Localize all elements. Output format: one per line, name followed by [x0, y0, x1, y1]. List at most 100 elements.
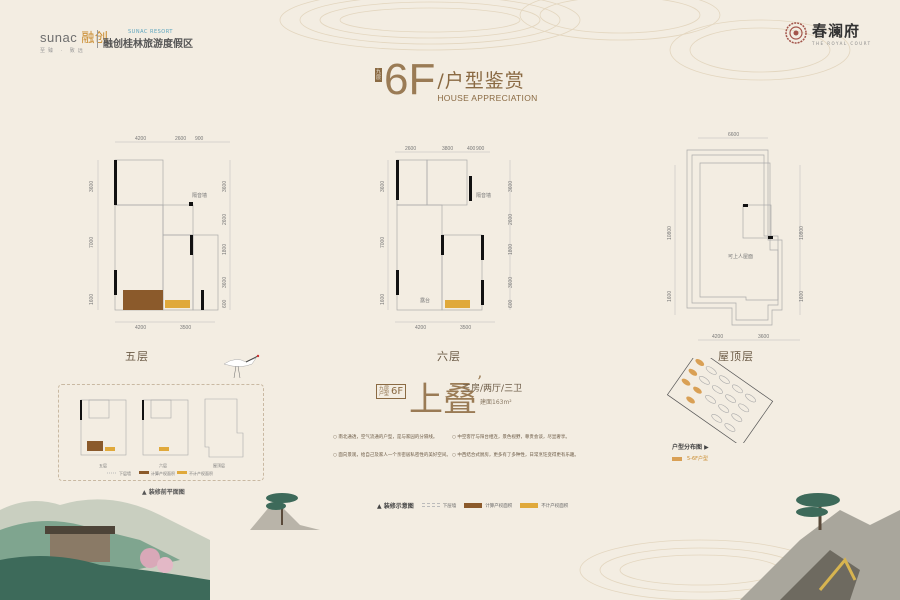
plan-label-roof: 屋顶层: [718, 350, 754, 363]
dim-top: 4200: [135, 136, 146, 142]
legend-label: 不计产权面积: [541, 503, 569, 509]
dim-bottom: 4200: [712, 334, 723, 340]
legend-title-text: 装修示意图: [383, 503, 414, 510]
dim-top: 6600: [728, 132, 739, 138]
sunac-logo: sunac 融创 至臻 · 致远: [40, 27, 108, 54]
mini-label: 六层: [159, 462, 167, 468]
page-title: 九层 6F /户型鉴赏 HOUSE APPRECIATION: [375, 58, 538, 103]
legend-item: 不计产权面积: [520, 502, 569, 509]
legend-title: ▲ 装修示意图: [377, 503, 414, 510]
dim-left: 1600: [380, 294, 386, 305]
dim-right: 600: [508, 299, 514, 308]
mini-label: 屋顶层: [213, 462, 225, 468]
feature-bullet: ○ 面向景观，给自己及家人一个亲密居私密性的美好空间。: [333, 453, 451, 458]
dim-right: 600: [222, 299, 228, 308]
project-cn: 春澜府: [812, 22, 861, 40]
dim-top: 900: [195, 136, 204, 142]
brand-cn: 融创: [81, 30, 109, 45]
legend-item: 下层墙: [421, 503, 457, 509]
legend-item: 计算产权面积: [464, 502, 513, 509]
dim-left: 7000: [380, 237, 386, 248]
brand-en: sunac: [40, 30, 78, 45]
dim-bottom: 3500: [180, 325, 191, 331]
plan-label-6f: 六层: [437, 350, 461, 363]
dim-left: 3600: [380, 181, 386, 192]
dim-right: 3600: [222, 181, 228, 192]
dim-top: 3800: [442, 146, 453, 152]
legend-label: 计算产权面积: [485, 503, 513, 509]
floor-plan-5f: 4200 2600 900 4200 3500 3600 7000 1600 3…: [89, 136, 231, 331]
dim-left: 7000: [89, 237, 95, 248]
plan-label-5f: 五层: [125, 350, 149, 363]
before-caption-text: 装修前平面图: [148, 489, 185, 496]
title-floor: 6F: [384, 55, 436, 104]
mini-label: 五层: [99, 462, 107, 468]
distribution-key-text: 5-6F户型: [687, 456, 709, 462]
dim-right: 10800: [799, 226, 805, 240]
floor-plan-roof: 6600 4200 3600 10800 1600 10800 1600 可上人…: [667, 132, 805, 341]
crane-icon: [223, 354, 260, 379]
feature-text: 中空客厅与阳台相连，景色视野，尊贵会谈，尽显奢享。: [457, 435, 570, 440]
landscape-decoration: [0, 493, 900, 600]
before-caption: ▲ 装修前平面图: [142, 489, 185, 496]
legend: ▲ 装修示意图 下层墙 计算产权面积 不计产权面积: [377, 501, 568, 510]
dim-top: 2600: [175, 136, 186, 142]
brand-tagline: 至臻 · 致远: [40, 48, 86, 54]
mini-legend: 计算产权面积: [151, 470, 175, 476]
unit-badge-small: 九层户型: [379, 385, 390, 397]
mini-plans: 五层 六层 屋顶层 下层墙 计算产权面积 不计产权面积: [80, 398, 244, 476]
dim-left: 3600: [89, 181, 95, 192]
resort-en: SUNAC RESORT: [128, 29, 173, 35]
distribution-map: [666, 358, 774, 443]
dim-top: 900: [476, 146, 485, 152]
floor-badge: 九层: [375, 68, 382, 82]
dim-right: 1600: [799, 291, 805, 302]
resort-logo: SUNAC RESORT 融创桂林旅游度假区: [103, 29, 193, 50]
dim-left: 1600: [667, 291, 673, 302]
mini-legend: 不计产权面积: [189, 470, 213, 476]
dim-right: 2600: [508, 214, 514, 225]
dim-right: 3600: [508, 181, 514, 192]
distribution-title-text: 户型分布图: [672, 444, 703, 451]
unit-name: 上叠’: [409, 372, 483, 420]
mini-legend: 下层墙: [119, 470, 131, 476]
feature-bullet: ○ 南北通透，空气流通的户型，是与家园的分隔线。: [333, 435, 438, 440]
dim-right: 2600: [222, 214, 228, 225]
feature-text: 中西结合式厨房，更多有了多种性，日常烹饪变得更有乐趣。: [457, 453, 579, 458]
dim-bottom: 3600: [758, 334, 769, 340]
dim-right: 3600: [508, 277, 514, 288]
feature-text: 面向景观，给自己及家人一个亲密居私密性的美好空间。: [338, 453, 451, 458]
dim-left: 1600: [89, 294, 95, 305]
room-note: 隔音墙: [476, 192, 491, 199]
room-label: 可上人屋面: [728, 253, 753, 260]
dim-right: 1800: [508, 244, 514, 255]
room-label: 露台: [420, 297, 430, 304]
room-note: 隔音墙: [192, 192, 207, 199]
legend-label: 下层墙: [442, 503, 457, 509]
pine-tree-icon: [266, 493, 298, 525]
distribution-title: 户型分布图 ▶: [672, 444, 709, 451]
feature-bullet: ○ 中空客厅与阳台相连，景色视野，尊贵会谈，尽显奢享。: [452, 435, 570, 440]
dim-bottom: 4200: [135, 325, 146, 331]
feature-bullet: ○ 中西结合式厨房，更多有了多种性，日常烹饪变得更有乐趣。: [452, 453, 579, 458]
unit-area: 建面163m²: [480, 399, 512, 406]
unit-badge-floor: 6F: [391, 386, 404, 397]
dim-top: 2600: [405, 146, 416, 152]
distribution-key: 5-6F户型: [672, 455, 708, 462]
dim-right: 1800: [222, 244, 228, 255]
title-cn: /户型鉴赏: [437, 70, 525, 92]
dim-top: 400: [467, 146, 476, 152]
dim-right: 3600: [222, 277, 228, 288]
unit-badge: 九层户型 6F: [376, 384, 407, 399]
dim-bottom: 4200: [415, 325, 426, 331]
unit-rooms: 三房/两厅/三卫: [462, 384, 523, 394]
floor-plan-6f: 2600 3800 400 900 4200 3500 3600 7000 16…: [380, 146, 514, 331]
title-en: HOUSE APPRECIATION: [437, 93, 538, 103]
seal-icon: [785, 22, 807, 44]
project-logo: 春澜府 THE ROYAL COURT: [784, 20, 872, 46]
project-en: THE ROYAL COURT: [812, 41, 872, 46]
unit-name-text: 上叠: [409, 380, 477, 420]
logo-divider: [97, 30, 98, 48]
resort-cn: 融创桂林旅游度假区: [103, 39, 193, 50]
dim-left: 10800: [667, 226, 673, 240]
